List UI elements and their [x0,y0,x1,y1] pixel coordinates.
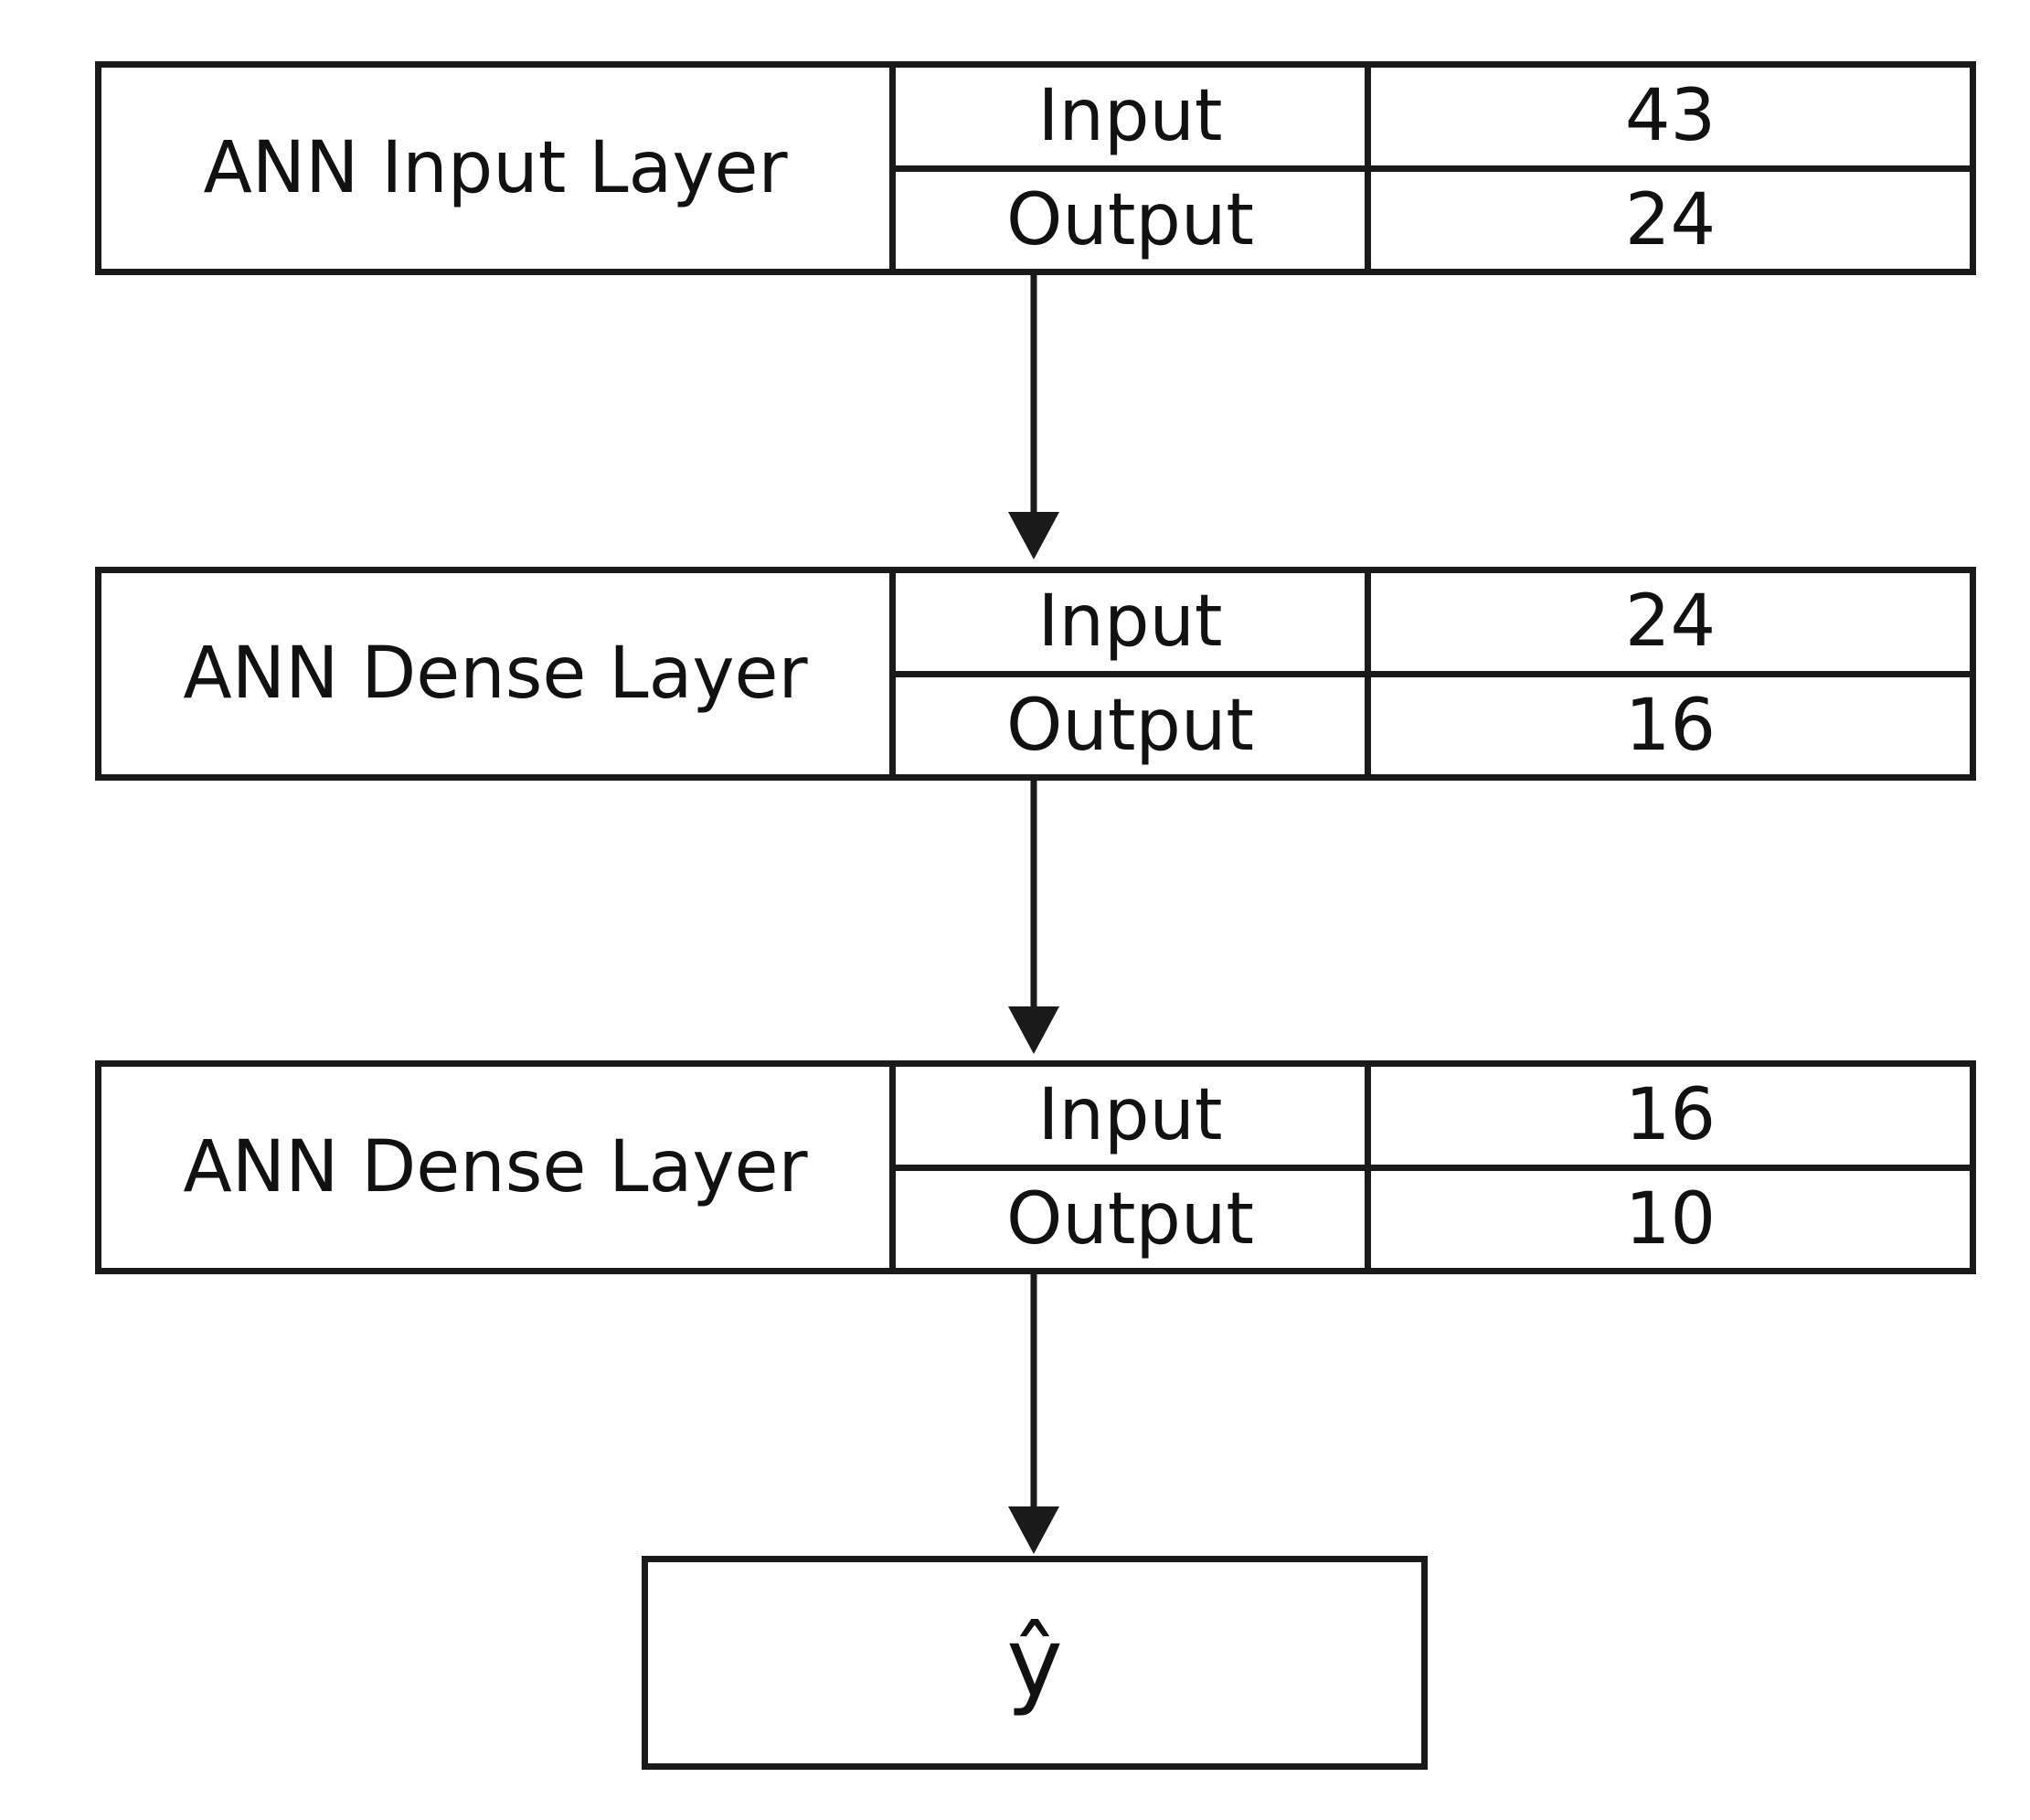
input-label: Input [896,573,1371,671]
layer-name: ANN Dense Layer [101,1067,896,1268]
output-label: Output [896,171,1371,269]
output-label: Output [896,1170,1371,1268]
input-label: Input [896,68,1371,165]
output-value: 10 [1624,1177,1716,1261]
input-row: Input 16 [896,1067,1970,1165]
layer-name: ANN Input Layer [101,68,896,269]
layer-io-table: Input 16 Output 10 [896,1067,1970,1268]
input-row: Input 24 [896,573,1970,671]
layer-box-dense-1: ANN Dense Layer Input 24 Output 16 [95,567,1976,781]
input-value: 43 [1624,75,1716,158]
output-row: Output 24 [896,165,1970,269]
prediction-label: ŷ [1006,1607,1063,1719]
layer-io-table: Input 43 Output 24 [896,68,1970,269]
output-row: Output 10 [896,1164,1970,1268]
layer-box-dense-2: ANN Dense Layer Input 16 Output 10 [95,1060,1976,1274]
output-value: 16 [1624,684,1716,767]
arrow-1 [1008,275,1059,559]
layer-box-input: ANN Input Layer Input 43 Output 24 [95,61,1976,275]
output-label: Output [896,676,1371,774]
input-value: 16 [1624,1074,1716,1157]
arrow-2 [1008,781,1059,1054]
prediction-output-box: ŷ [642,1556,1428,1770]
input-label: Input [896,1067,1371,1165]
output-row: Output 16 [896,670,1970,774]
layer-name: ANN Dense Layer [101,573,896,774]
input-value: 24 [1624,580,1716,664]
input-row: Input 43 [896,68,1970,165]
arrow-3 [1008,1274,1059,1554]
layer-io-table: Input 24 Output 16 [896,573,1970,774]
output-value: 24 [1624,178,1716,261]
